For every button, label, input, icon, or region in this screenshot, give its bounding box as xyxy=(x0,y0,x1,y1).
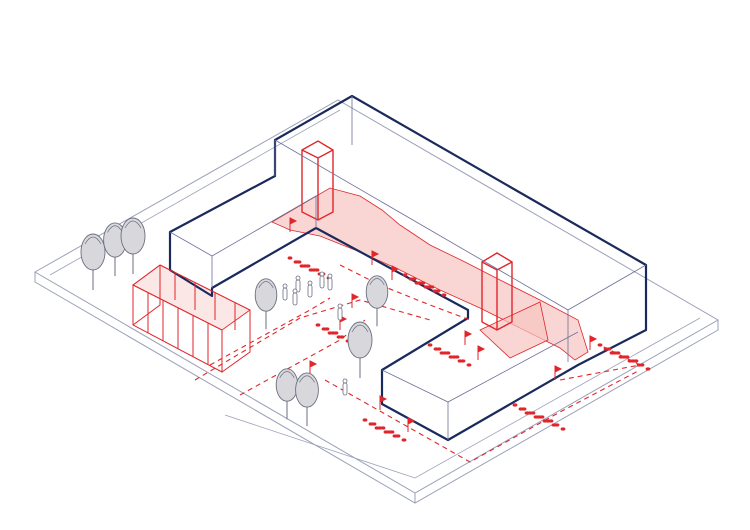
seating-dot-icon xyxy=(560,427,566,431)
seating-dot-icon xyxy=(327,331,333,335)
seating-dot-icon xyxy=(336,335,342,339)
seating-dot-icon xyxy=(392,434,398,438)
person-icon xyxy=(342,378,348,396)
seating-cluster xyxy=(402,273,447,297)
stair-tower-north xyxy=(301,140,334,221)
seating-dot-icon xyxy=(551,423,557,427)
seating-dot-icon xyxy=(383,430,389,434)
seating-dot-icon xyxy=(374,426,380,430)
flag-marker-icon xyxy=(554,365,563,380)
seating-dot-icon xyxy=(308,268,314,272)
path-main-diagonal xyxy=(194,299,431,381)
tree-icon xyxy=(120,217,146,274)
flag-marker-icon xyxy=(379,395,388,410)
person-icon xyxy=(307,280,313,298)
seating-dot-icon xyxy=(401,438,407,442)
tree-icon xyxy=(80,233,106,290)
pavilion xyxy=(132,264,251,373)
seating-dot-icon xyxy=(315,323,321,327)
flag-marker-icon xyxy=(391,265,400,280)
seating-dot-icon xyxy=(423,285,429,289)
seating-dot-icon xyxy=(414,281,420,285)
seating-dot-icon xyxy=(287,256,293,260)
roof-edge xyxy=(211,195,317,257)
circulation-fill xyxy=(132,187,589,361)
seating-dot-icon xyxy=(362,418,368,422)
seating-dot-icon xyxy=(408,277,414,281)
seating-dot-icon xyxy=(448,355,454,359)
trees xyxy=(80,217,389,427)
seating-dot-icon xyxy=(368,422,374,426)
pavilion-frame xyxy=(132,265,161,326)
pavilion-frame xyxy=(147,293,209,364)
seating-cluster xyxy=(427,343,472,367)
path-front xyxy=(324,369,641,463)
seating-dot-icon xyxy=(627,359,633,363)
seating-dot-icon xyxy=(457,359,463,363)
seating-dot-icon xyxy=(512,403,518,407)
person-icon xyxy=(327,273,333,291)
tree-icon xyxy=(347,321,373,378)
seating-dot-icon xyxy=(432,289,438,293)
flag-marker-icon xyxy=(464,330,473,345)
stair-tower-east xyxy=(481,252,513,331)
flag-marker-icon xyxy=(289,217,298,232)
seating-dot-icon xyxy=(299,264,305,268)
path-north xyxy=(339,264,471,321)
flag-marker-icon xyxy=(589,335,598,350)
seating-dot-icon xyxy=(402,273,408,277)
pavilion-frame xyxy=(132,264,161,286)
flag-marker-icon xyxy=(309,360,318,375)
tree-icon xyxy=(365,275,389,327)
seating-dot-icon xyxy=(293,260,299,264)
people xyxy=(282,271,348,396)
building-edges xyxy=(169,96,647,440)
seating-areas xyxy=(287,256,651,442)
path-cross xyxy=(209,297,331,366)
seating-dot-icon xyxy=(466,363,472,367)
flag-marker-icon xyxy=(351,293,360,308)
seating-dot-icon xyxy=(609,351,615,355)
person-icon xyxy=(292,288,298,306)
seating-dot-icon xyxy=(603,347,609,351)
seating-dot-icon xyxy=(439,351,445,355)
flag-marker-icon xyxy=(371,250,380,265)
seating-dot-icon xyxy=(618,355,624,359)
tree-icon xyxy=(275,368,299,420)
roof-edge xyxy=(169,231,213,288)
roof-edge xyxy=(381,331,579,403)
seating-dot-icon xyxy=(427,343,433,347)
flag-marker-icon xyxy=(477,345,486,360)
flag-marker-icon xyxy=(407,417,416,432)
seating-dot-icon xyxy=(636,363,642,367)
seating-dot-icon xyxy=(441,293,447,297)
seating-cluster xyxy=(362,418,407,442)
stair-towers xyxy=(301,140,513,331)
seating-dot-icon xyxy=(433,347,439,351)
seating-dot-icon xyxy=(597,343,603,347)
person-icon xyxy=(319,271,325,289)
pavilion-frame xyxy=(174,273,236,330)
building-mass xyxy=(168,94,648,442)
seating-dot-icon xyxy=(524,411,530,415)
person-icon xyxy=(282,283,288,301)
flag-markers xyxy=(289,217,598,432)
person-icon xyxy=(337,303,343,321)
corridor-spur xyxy=(479,301,549,359)
seating-dot-icon xyxy=(321,327,327,331)
tree-icon xyxy=(295,372,319,427)
building-outline xyxy=(168,94,648,442)
seating-cluster xyxy=(512,403,566,431)
seating-dot-icon xyxy=(542,419,548,423)
tree-icon xyxy=(254,278,278,330)
seating-cluster xyxy=(597,343,651,371)
person-icon xyxy=(295,275,301,293)
seating-dot-icon xyxy=(645,367,651,371)
pavilion-frame xyxy=(159,264,251,373)
seating-dot-icon xyxy=(533,415,539,419)
seating-dot-icon xyxy=(518,407,524,411)
